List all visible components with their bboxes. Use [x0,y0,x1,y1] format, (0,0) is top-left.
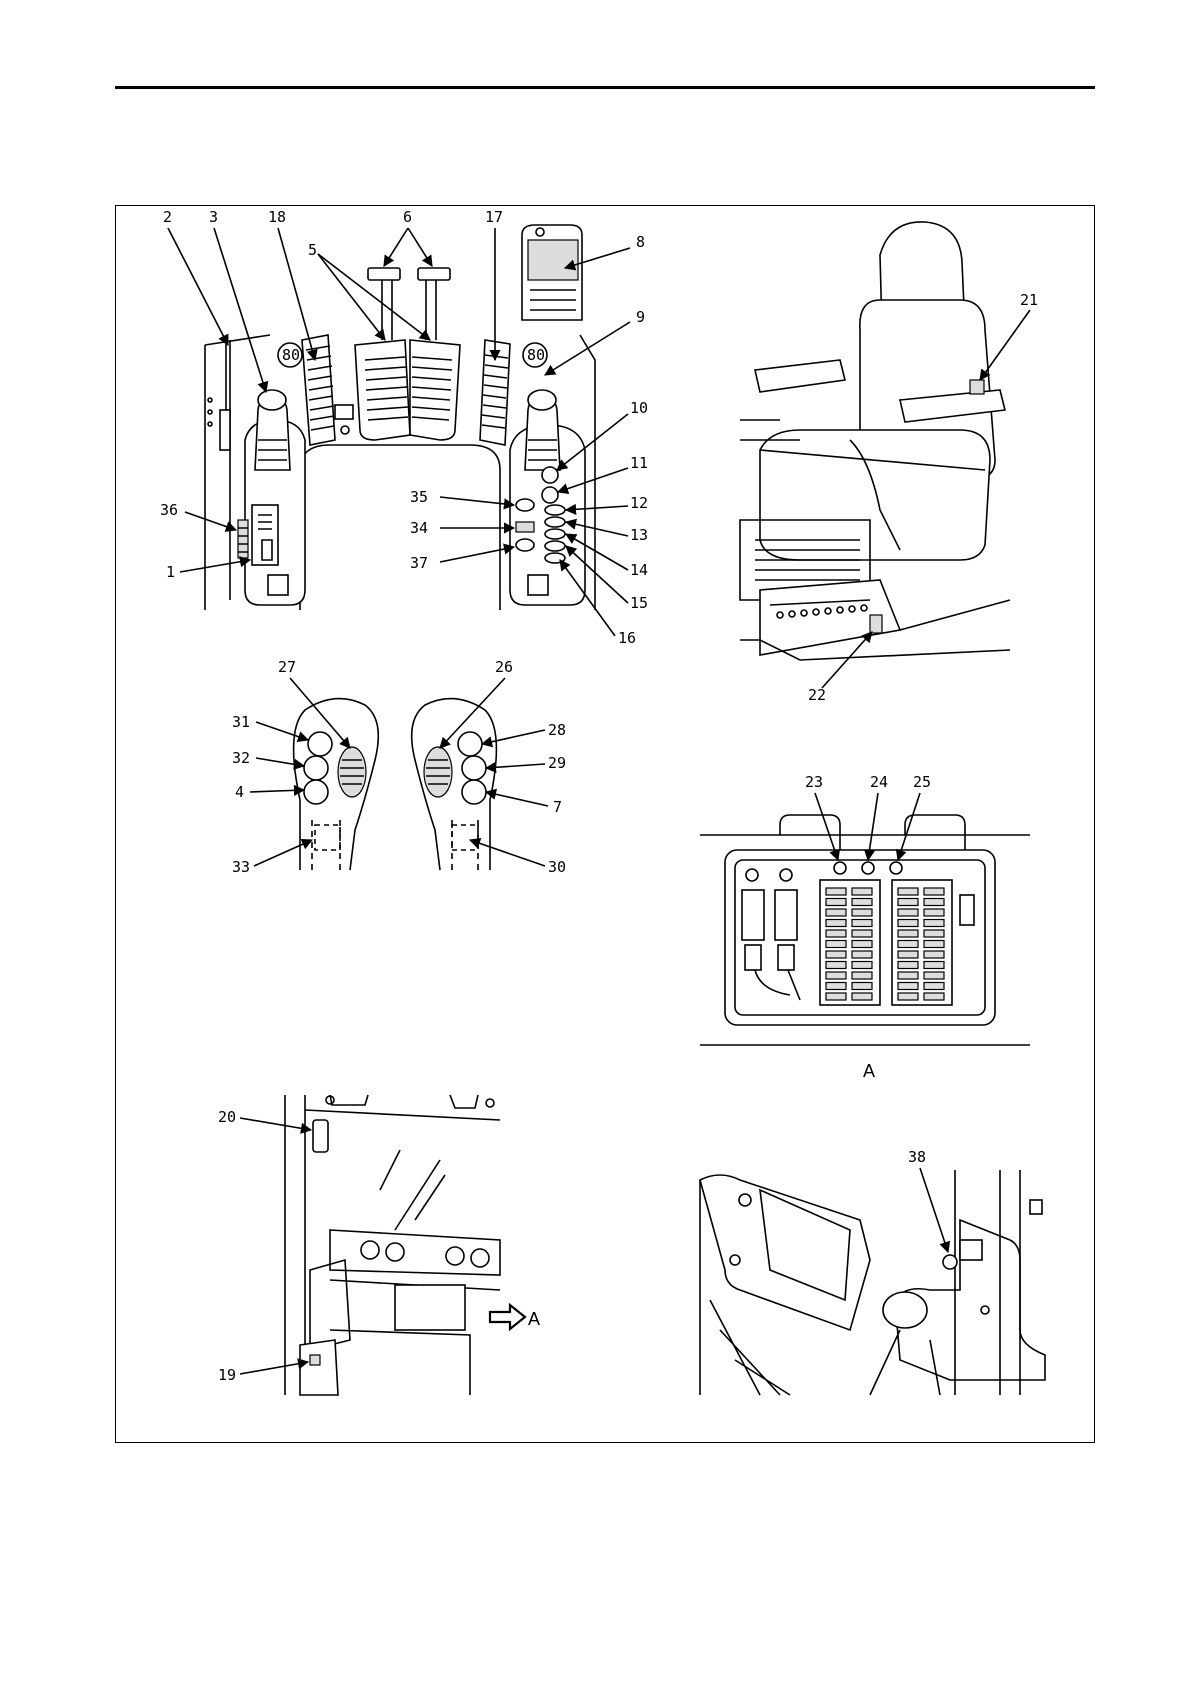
fuse [924,951,944,958]
fuse [924,899,944,906]
callout-28: 28 [548,721,566,739]
callout-4: 4 [235,783,244,801]
fuse [898,993,918,1000]
fuse [826,983,846,990]
rear-corner-view [700,1170,1045,1395]
lever-grips-view [294,699,497,870]
fuse [852,983,872,990]
svg-text:80: 80 [527,346,545,364]
callout-18: 18 [268,208,286,226]
callout-38: 38 [908,1148,926,1166]
fuse-box-view: A [700,815,1030,1081]
fuse [852,993,872,1000]
seat-view [740,222,1010,660]
fuse [898,920,918,927]
callout-36: 36 [160,501,178,519]
view-label-a: A [863,1061,875,1081]
callout-33: 33 [232,858,250,876]
callout-23: 23 [805,773,823,791]
callout-30: 30 [548,858,566,876]
callout-24: 24 [870,773,888,791]
callout-7: 7 [553,798,562,816]
callout-34: 34 [410,519,428,537]
callout-6: 6 [403,208,412,226]
callout-22: 22 [808,686,826,704]
fuse [826,899,846,906]
fuse [826,962,846,969]
fuse [852,930,872,937]
callout-29: 29 [548,754,566,772]
cab-window-view: A [285,1095,540,1395]
callout-10: 10 [630,399,648,417]
arrow-label-a: A [528,1309,540,1329]
fuse [826,972,846,979]
fuse [924,888,944,895]
fuse [898,972,918,979]
callout-11: 11 [630,454,648,472]
callout-14: 14 [630,561,648,579]
fuse [898,962,918,969]
fuse [898,909,918,916]
fuse [898,951,918,958]
callout-31: 31 [232,713,250,731]
fuse [852,888,872,895]
fuse [924,909,944,916]
fuse [826,888,846,895]
fuse [924,993,944,1000]
fuse [898,941,918,948]
fuse [826,993,846,1000]
cab-window-callouts: 20 19 [218,1108,311,1384]
fuse [852,920,872,927]
fuse [852,962,872,969]
callout-12: 12 [630,494,648,512]
fuse [924,972,944,979]
fuse [898,930,918,937]
callout-3: 3 [209,208,218,226]
fuse [852,972,872,979]
fuse [924,962,944,969]
callout-2: 2 [163,208,172,226]
callout-21: 21 [1020,291,1038,309]
callout-25: 25 [913,773,931,791]
callout-1: 1 [166,563,175,581]
fuse [924,930,944,937]
fuse [898,899,918,906]
fuse [826,941,846,948]
rear-corner-callouts: 38 [908,1148,948,1252]
callout-27: 27 [278,658,296,676]
callout-5: 5 [308,241,317,259]
fuse [898,983,918,990]
fuse [826,930,846,937]
lever-grips-callouts: 27 31 32 4 33 26 28 29 7 30 [232,658,566,876]
fuse [898,888,918,895]
callout-13: 13 [630,526,648,544]
callout-15: 15 [630,594,648,612]
callout-32: 32 [232,749,250,767]
callout-17: 17 [485,208,503,226]
callout-20: 20 [218,1108,236,1126]
fuse [852,951,872,958]
svg-text:80: 80 [282,346,300,364]
fuse [826,920,846,927]
callout-8: 8 [636,233,645,251]
callout-16: 16 [618,629,636,647]
fuse [924,920,944,927]
fuse-box-callouts: 23 24 25 [805,773,931,860]
callout-9: 9 [636,308,645,326]
fuse [924,941,944,948]
callout-26: 26 [495,658,513,676]
callout-19: 19 [218,1366,236,1384]
cab-controls-view: 80 80 [205,225,595,610]
fuse [852,909,872,916]
fuse [924,983,944,990]
callout-37: 37 [410,554,428,572]
fuse [826,909,846,916]
fuse [852,899,872,906]
fuse [826,951,846,958]
fuse [852,941,872,948]
callout-35: 35 [410,488,428,506]
